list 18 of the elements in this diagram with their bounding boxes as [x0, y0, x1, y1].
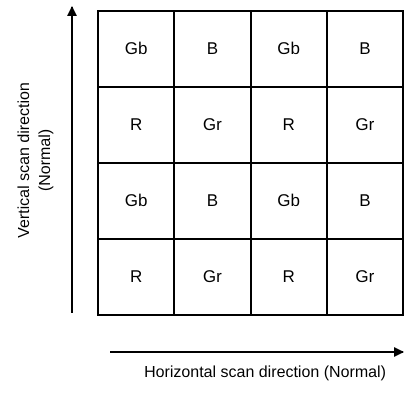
grid-cell: B: [326, 163, 403, 239]
grid-cell: R: [98, 239, 174, 315]
grid-cell: R: [98, 87, 174, 163]
grid-cell: Gr: [174, 87, 250, 163]
grid-cell: Gb: [250, 11, 327, 87]
grid-cell: Gb: [98, 11, 174, 87]
grid-cell: R: [250, 239, 327, 315]
grid-cell: Gb: [98, 163, 174, 239]
grid-cell: B: [174, 11, 250, 87]
axis-caption: Vertical scan direction (Normal): [15, 81, 55, 240]
grid-cell: B: [326, 11, 403, 87]
grid-cell: Gr: [326, 87, 403, 163]
grid-cell: Gb: [250, 163, 327, 239]
grid-cell: B: [174, 163, 250, 239]
grid-cell: Gr: [174, 239, 250, 315]
grid-cell: R: [250, 87, 327, 163]
axis-caption: Horizontal scan direction (Normal): [143, 363, 387, 383]
grid-cell: Gr: [326, 239, 403, 315]
